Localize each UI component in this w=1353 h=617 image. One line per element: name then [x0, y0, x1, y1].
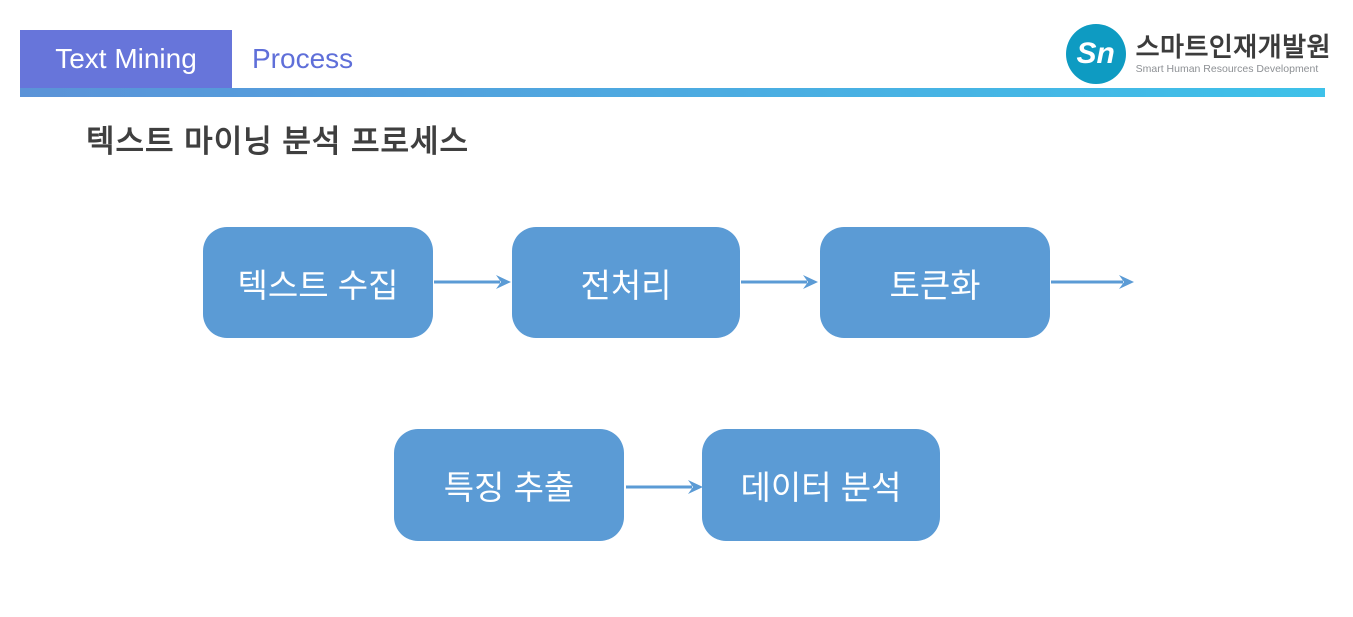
flow-step-feature-extraction: 특징 추출 [394, 429, 624, 541]
topic-label-text: Process [252, 43, 354, 74]
flow-step-text-collection: 텍스트 수집 [203, 227, 433, 338]
logo-monogram-icon: Sn [1065, 24, 1126, 84]
header-underline [20, 88, 1325, 97]
category-tab: Text Mining [20, 30, 232, 88]
logo-subtitle: Smart Human Resources Development [1135, 63, 1319, 76]
flow-step-data-analysis: 데이터 분석 [702, 429, 940, 541]
category-tab-label: Text Mining [55, 43, 197, 74]
flow-step-label: 토큰화 [889, 266, 981, 304]
flow-arrow-right-icon [1051, 275, 1134, 289]
flow-step-label: 전처리 [580, 266, 672, 304]
flow-step-label: 특징 추출 [443, 469, 575, 506]
logo-text: 스마트인재개발원 Smart Human Resources Developme… [1136, 33, 1331, 76]
flow-step-label: 텍스트 수집 [237, 266, 399, 304]
slide-title: 텍스트 마이닝 분석 프로세스 [86, 124, 470, 159]
flow-arrow-right-icon [626, 480, 703, 494]
logo: Sn 스마트인재개발원 Smart Human Resources Develo… [1065, 24, 1331, 84]
flow-step-preprocessing: 전처리 [512, 227, 740, 338]
topic-label: Process [252, 30, 353, 88]
flow-arrow-right-icon [434, 275, 511, 289]
logo-name: 스마트인재개발원 [1135, 31, 1331, 62]
flow-step-label: 데이터 분석 [740, 469, 902, 506]
flow-step-tokenization: 토큰화 [820, 227, 1050, 338]
flow-arrow-right-icon [741, 275, 818, 289]
logo-monogram: Sn [1076, 37, 1115, 70]
